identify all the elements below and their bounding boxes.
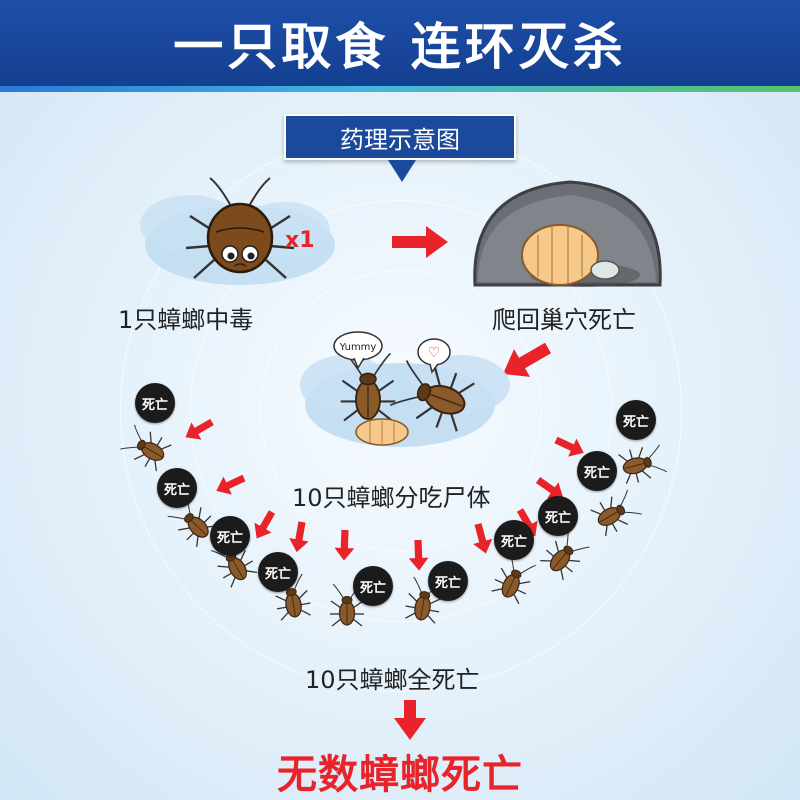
yummy-bubble: Yummy — [333, 331, 383, 370]
step3-label: 10只蟑螂分吃尸体 — [292, 484, 491, 512]
step1-label: 1只蟑螂中毒 — [118, 306, 254, 334]
spread-arrow — [248, 507, 281, 544]
death-badge: 死亡 — [353, 566, 393, 606]
arrow-to-feeding — [502, 342, 551, 377]
diagram-banner-label: 药理示意图 — [340, 125, 460, 154]
heart-bubble: ♡ — [417, 338, 451, 374]
death-badge: 死亡 — [258, 552, 298, 592]
result-label: 无数蟑螂死亡 — [277, 752, 523, 798]
nest — [473, 180, 662, 287]
spread-arrow — [334, 529, 355, 561]
small-roach — [538, 526, 593, 582]
small-roach — [489, 551, 540, 606]
spread-arrow — [212, 469, 249, 500]
death-badge: 死亡 — [210, 516, 250, 556]
death-badge: 死亡 — [538, 496, 578, 536]
step2-label: 爬回巢穴死亡 — [492, 306, 636, 334]
spread-arrow — [286, 520, 312, 554]
spread-arrow — [408, 539, 429, 571]
arrow-to-nest — [392, 226, 448, 258]
death-badge: 死亡 — [616, 400, 656, 440]
arrow-to-result — [394, 700, 426, 740]
dead-roach-corpse — [355, 418, 409, 446]
yummy-text: Yummy — [339, 342, 377, 353]
header-stripe — [0, 86, 800, 92]
header-title: 一只取食 连环灭杀 — [173, 18, 627, 76]
death-badge: 死亡 — [428, 561, 468, 601]
small-roach — [617, 441, 669, 487]
bg-ring-inner — [260, 270, 542, 552]
poisoned-roach — [185, 177, 295, 279]
spread-arrow — [468, 521, 496, 557]
header-bar: 一只取食 连环灭杀 — [0, 0, 800, 86]
banner-pointer — [388, 160, 416, 182]
small-roach — [118, 421, 174, 474]
death-badge: 死亡 — [577, 451, 617, 491]
diagram-banner: 药理示意图 — [284, 114, 516, 160]
small-roach — [588, 486, 644, 539]
step4-label: 10只蟑螂全死亡 — [305, 666, 480, 694]
heart-icon: ♡ — [428, 345, 441, 361]
death-badge: 死亡 — [494, 520, 534, 560]
count-label: x1 — [285, 228, 315, 253]
death-badge: 死亡 — [135, 383, 175, 423]
death-badge: 死亡 — [157, 468, 197, 508]
bg-ring-middle — [190, 200, 612, 622]
spread-arrow — [180, 413, 217, 446]
dead-roaches — [118, 421, 669, 627]
